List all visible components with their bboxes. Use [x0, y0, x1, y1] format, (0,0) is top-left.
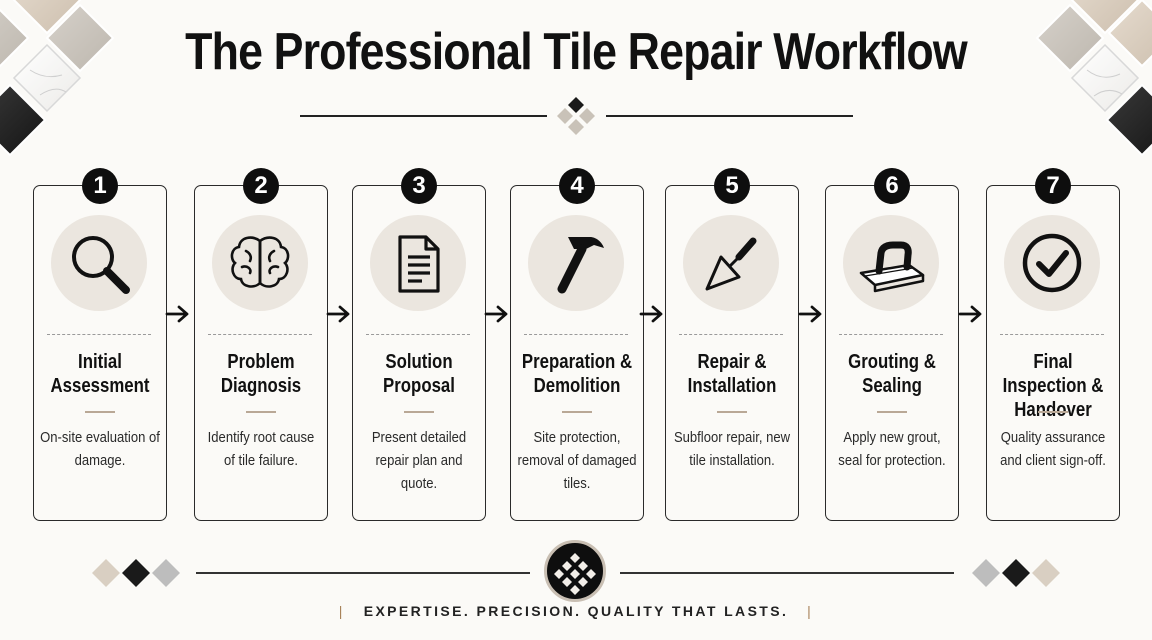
title-diamond-ornament	[557, 97, 595, 135]
document-icon	[370, 215, 466, 311]
arrow-right-icon	[165, 305, 189, 323]
step-title: Solution Proposal	[383, 351, 455, 397]
magnifying-glass-icon	[51, 215, 147, 311]
step-accent-line	[877, 411, 907, 413]
step-accent-line	[717, 411, 747, 413]
step-number-badge: 7	[1035, 168, 1071, 204]
step-number-badge: 1	[82, 168, 118, 204]
step-divider	[679, 334, 783, 335]
footer-diamonds-left	[92, 559, 180, 587]
step-divider	[366, 334, 470, 335]
step-accent-line	[1038, 411, 1068, 413]
checkmark-circle-icon	[1004, 215, 1100, 311]
hammer-icon	[528, 215, 624, 311]
title-divider-right	[606, 115, 853, 117]
brain-icon	[212, 215, 308, 311]
step-title: Preparation & Demolition	[521, 351, 633, 397]
step-title: Grouting & Sealing	[848, 351, 936, 397]
step-divider	[524, 334, 628, 335]
arrow-right-icon	[798, 305, 822, 323]
step-divider	[208, 334, 312, 335]
step-number-badge: 5	[714, 168, 750, 204]
trowel-icon	[683, 215, 779, 311]
grout-float-icon	[843, 215, 939, 311]
footer-divider-left	[196, 572, 530, 574]
tagline-text: EXPERTISE. PRECISION. QUALITY THAT LASTS…	[363, 603, 789, 619]
step-number-badge: 4	[559, 168, 595, 204]
page-title: The Professional Tile Repair Workflow	[185, 23, 967, 81]
step-description: On-site evaluation of damage.	[40, 430, 160, 469]
arrow-right-icon	[484, 305, 508, 323]
step-number-badge: 6	[874, 168, 910, 204]
tagline-bar-right: |	[807, 603, 814, 619]
footer-tagline: | EXPERTISE. PRECISION. QUALITY THAT LAS…	[0, 603, 1152, 619]
corner-tiles-left	[0, 0, 170, 170]
step-title: Repair & Installation	[687, 351, 777, 397]
step-description: Apply new grout, seal for protection.	[838, 430, 946, 469]
step-description: Present detailed repair plan and quote.	[371, 430, 467, 492]
step-number-badge: 2	[243, 168, 279, 204]
footer-diamonds-right	[972, 559, 1060, 587]
tile-emblem	[544, 540, 606, 602]
step-title: Problem Diagnosis	[220, 351, 302, 397]
step-divider	[47, 334, 151, 335]
step-description: Site protection, removal of damaged tile…	[517, 430, 637, 492]
arrow-right-icon	[958, 305, 982, 323]
step-description: Subfloor repair, new tile installation.	[673, 430, 791, 469]
step-description: Identify root cause of tile failure.	[207, 430, 315, 469]
step-accent-line	[85, 411, 115, 413]
step-title: Initial Assessment	[50, 351, 150, 397]
arrow-right-icon	[639, 305, 663, 323]
step-title: Final Inspection & Handover	[1002, 351, 1104, 421]
step-accent-line	[562, 411, 592, 413]
step-divider	[839, 334, 943, 335]
step-description: Quality assurance and client sign-off.	[1000, 430, 1106, 469]
step-accent-line	[246, 411, 276, 413]
step-number-badge: 3	[401, 168, 437, 204]
step-accent-line	[404, 411, 434, 413]
footer-divider-right	[620, 572, 954, 574]
corner-tiles-right	[982, 0, 1152, 170]
step-divider	[1000, 334, 1104, 335]
title-divider-left	[300, 115, 547, 117]
tagline-bar-left: |	[338, 603, 345, 619]
arrow-right-icon	[326, 305, 350, 323]
